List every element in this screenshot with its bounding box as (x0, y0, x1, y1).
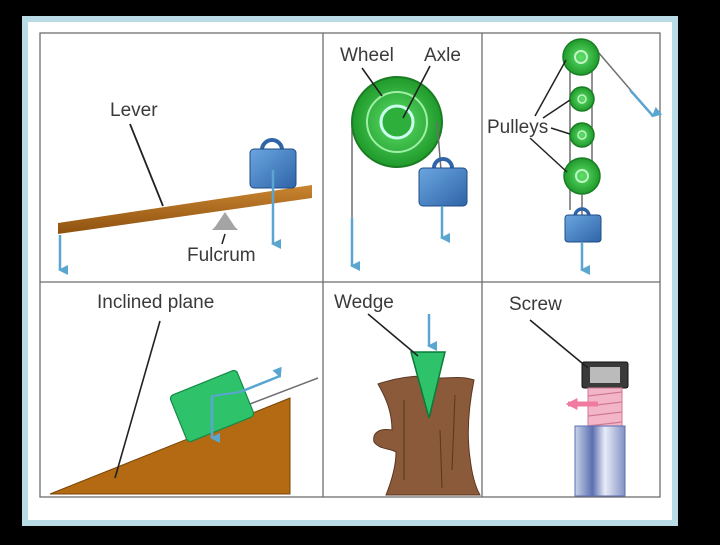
fulcrum-label: Fulcrum (187, 245, 256, 266)
wedge-label: Wedge (334, 292, 394, 313)
pulley-effort-arrow (629, 89, 663, 118)
pulleys-illustration (529, 38, 663, 275)
wedge-shape (410, 351, 446, 419)
screw-threads (587, 387, 623, 429)
pulley-wheel-4 (563, 157, 601, 195)
screw-pointer (529, 319, 589, 369)
inclined-effort-arrow (239, 366, 282, 394)
wheel-inner-ring (366, 91, 428, 153)
axle-circle (379, 104, 415, 140)
content-panel (28, 22, 672, 520)
pulleys-pointers (529, 59, 571, 173)
wheel-pointer (361, 67, 383, 97)
pulleys-label: Pulleys (487, 117, 549, 138)
wheel-weight-icon (418, 157, 468, 207)
lever-label: Lever (110, 100, 158, 121)
grid-lines (39, 32, 661, 498)
screw-base (574, 425, 626, 497)
axle-label: Axle (424, 45, 461, 66)
lever-bar (58, 185, 312, 234)
inclined-plane-illustration (49, 320, 319, 495)
inclined-rope (249, 377, 319, 405)
screw-label: Screw (509, 294, 562, 315)
inclined-pointer (114, 320, 161, 479)
wedge-illustration (367, 313, 481, 496)
screw-illustration (529, 319, 629, 497)
axle-pointer (402, 65, 431, 119)
inclined-plane-label: Inclined plane (97, 292, 215, 313)
lever-pointer (129, 123, 164, 207)
axle-rope (436, 121, 442, 171)
pulley-wheel-2 (569, 86, 595, 112)
fulcrum-pointer (221, 233, 226, 245)
wood-log (373, 375, 481, 496)
lever-illustration (58, 123, 312, 275)
pulley-wheel-3 (569, 122, 595, 148)
fulcrum-shape (213, 212, 237, 230)
wheel-and-axle-illustration (350, 65, 468, 271)
wedge-pointer (367, 313, 419, 357)
wheel-label: Wheel (340, 45, 394, 66)
lever-weight-icon (249, 138, 297, 189)
pulley-wheel-1 (562, 38, 600, 76)
